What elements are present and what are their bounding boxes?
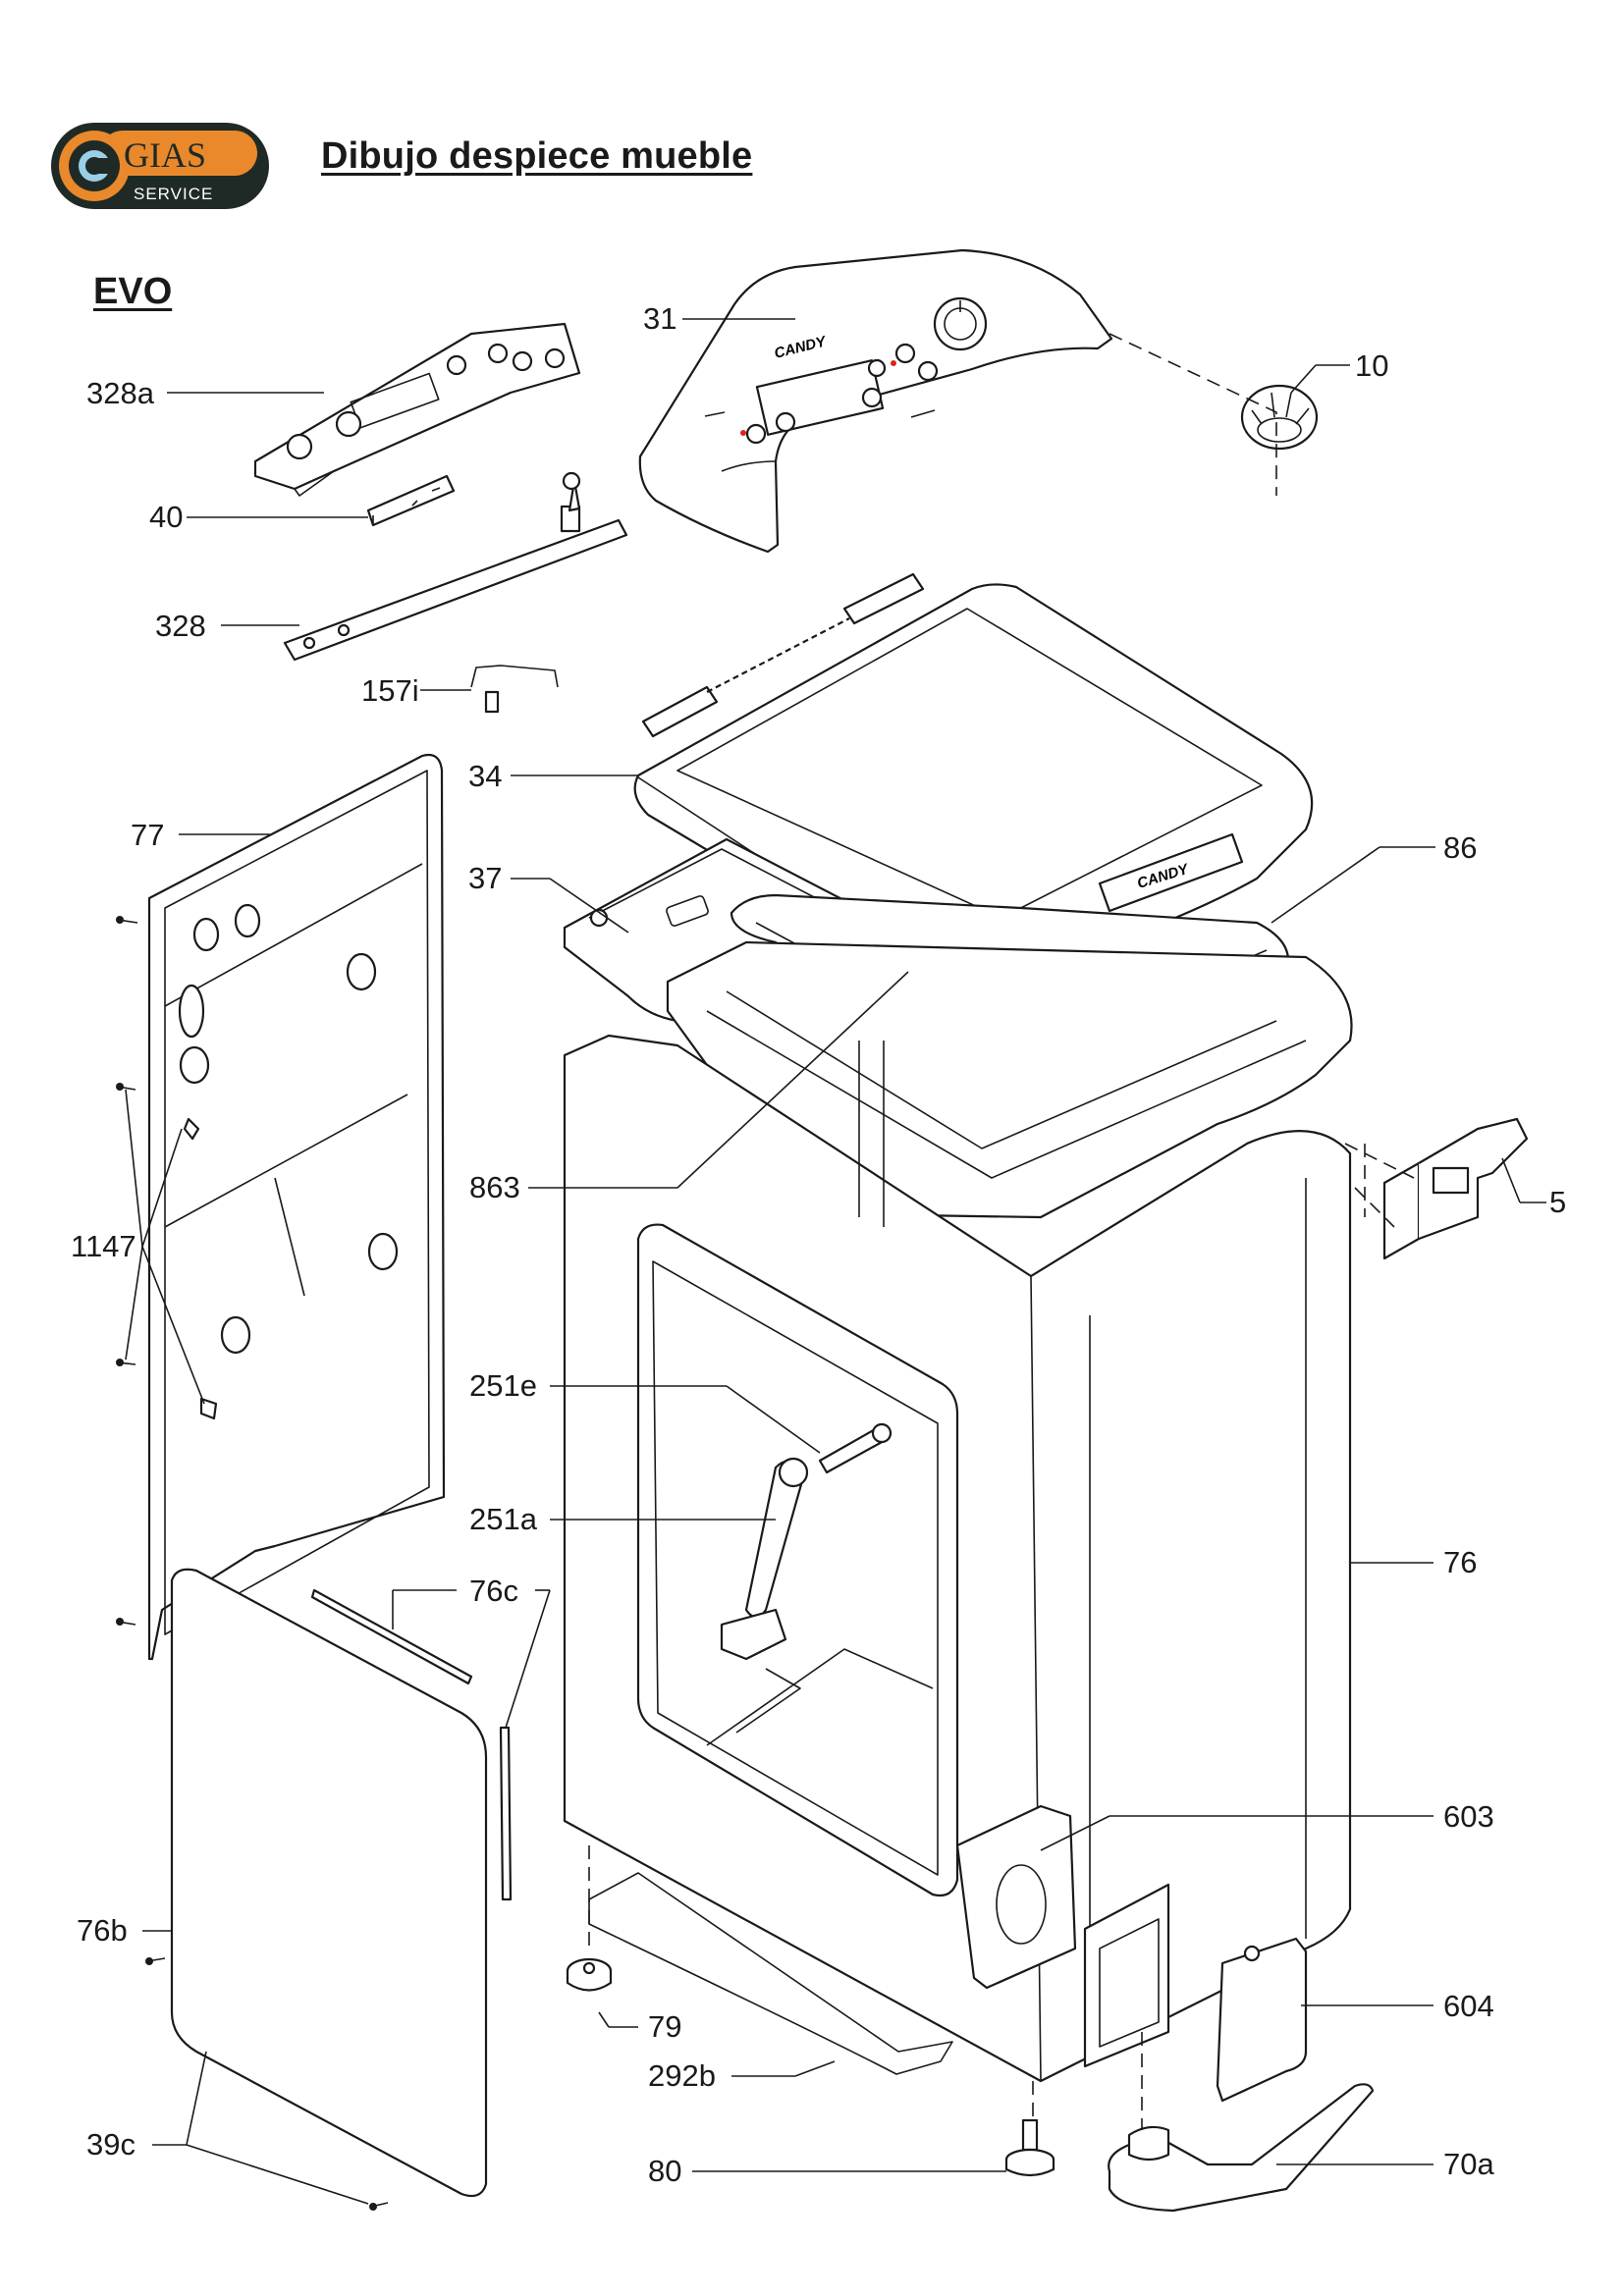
label-34: 34	[468, 759, 502, 793]
selector-knob	[1240, 384, 1319, 451]
label-40: 40	[149, 500, 183, 534]
label-328: 328	[155, 609, 206, 643]
logo-text: GIAS	[124, 135, 206, 175]
page-title: Dibujo despiece mueble	[321, 135, 753, 177]
label-37: 37	[468, 861, 502, 895]
tub-top-frame	[666, 940, 1353, 1219]
filter-housing	[955, 1804, 1170, 2068]
foot-lever	[1108, 2083, 1375, 2213]
label-39c: 39c	[86, 2127, 135, 2162]
label-10: 10	[1355, 348, 1388, 383]
leader-lines	[125, 318, 1546, 2205]
foot-cap	[566, 1957, 613, 1992]
label-604: 604	[1443, 1989, 1494, 2023]
filter-door	[1216, 1937, 1308, 2103]
adjustable-foot	[1004, 2118, 1055, 2177]
label-251a: 251a	[469, 1502, 538, 1536]
label-76b: 76b	[77, 1913, 128, 1948]
gias-service-logo: GIAS SERVICE	[51, 123, 269, 209]
label-80: 80	[648, 2154, 681, 2188]
rear-panel-screws	[116, 916, 138, 1626]
base-plate	[588, 1872, 953, 2075]
wire-clip	[470, 665, 559, 714]
display-board-cover	[253, 322, 581, 497]
logo-subtext: SERVICE	[134, 185, 213, 203]
label-5: 5	[1549, 1185, 1566, 1219]
label-86: 86	[1443, 830, 1477, 865]
label-76: 76	[1443, 1545, 1477, 1579]
main-control-board	[283, 471, 628, 662]
label-328a: 328a	[86, 376, 155, 410]
label-70a: 70a	[1443, 2147, 1494, 2181]
lower-panel-screws	[145, 1957, 389, 2211]
label-76c: 76c	[469, 1574, 518, 1608]
label-292b: 292b	[648, 2058, 716, 2093]
label-251e: 251e	[469, 1368, 537, 1403]
suspension-damper	[720, 1422, 893, 1661]
label-157i: 157i	[361, 673, 419, 708]
part-labels: 31 10 328a 40 328 157i 34 77 37 86 863 5…	[71, 301, 1566, 2188]
label-31: 31	[643, 301, 676, 336]
label-603: 603	[1443, 1799, 1494, 1834]
control-panel-cover: CANDY	[638, 248, 1113, 554]
label-1147: 1147	[71, 1229, 136, 1263]
door-lock	[1382, 1117, 1529, 1260]
cabinet-body	[563, 1034, 1352, 2083]
lower-rear-panel	[170, 1568, 488, 2198]
label-863: 863	[469, 1170, 520, 1204]
rear-panel	[147, 753, 446, 1661]
label-79: 79	[648, 2009, 681, 2044]
model-title: EVO	[93, 271, 173, 312]
led-board	[366, 474, 456, 527]
label-77: 77	[131, 818, 164, 852]
